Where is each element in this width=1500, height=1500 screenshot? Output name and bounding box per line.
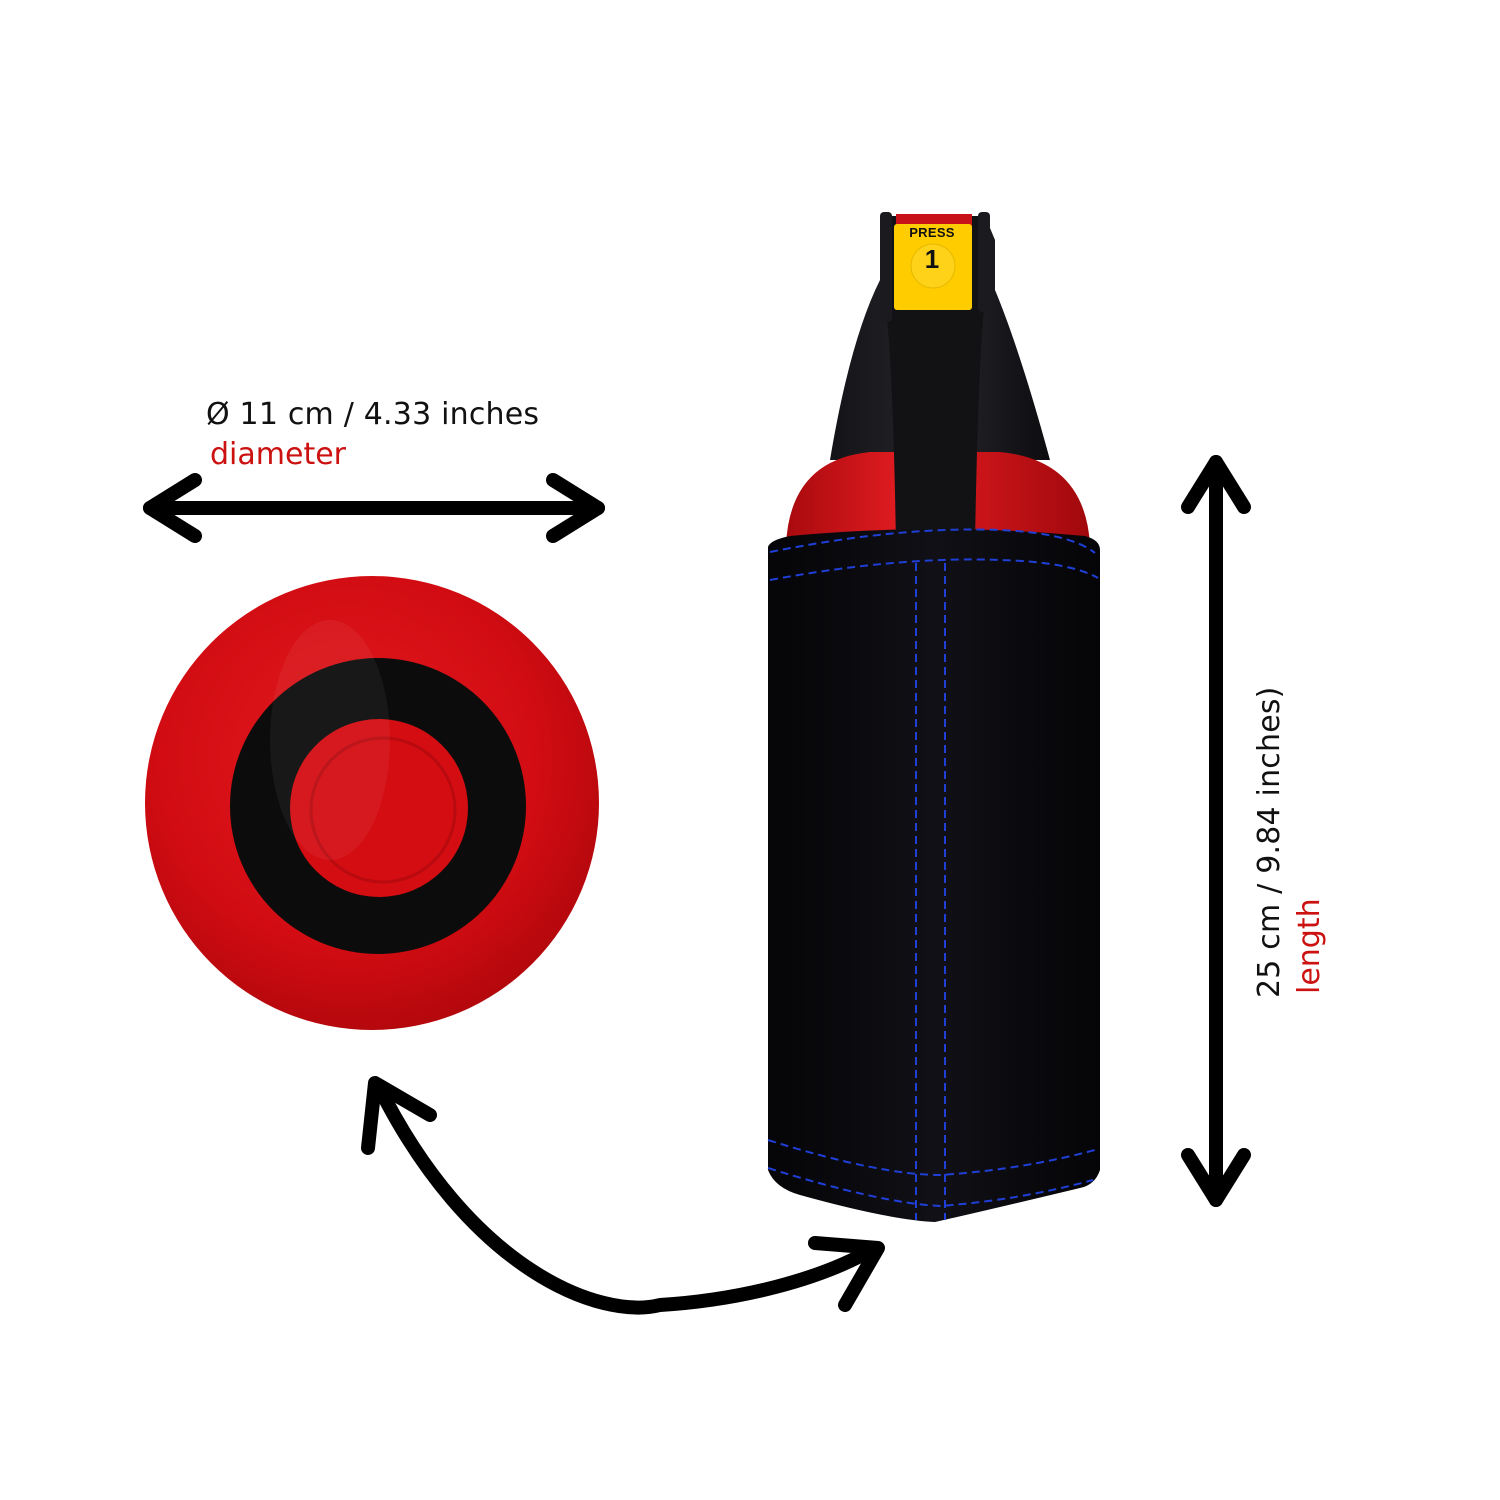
trigger-label: PRESS 1 [894, 223, 970, 309]
diameter-arrow-icon [143, 473, 605, 543]
trigger-text: PRESS [909, 225, 955, 240]
length-caption: length [1292, 898, 1327, 994]
length-measurement: 25 cm / 9.84 inches) [1252, 686, 1287, 998]
rotate-arrow-icon [361, 1076, 885, 1315]
length-label-group: 25 cm / 9.84 inches) length [1248, 686, 1332, 998]
center-cap [290, 719, 468, 897]
trigger-number: 1 [924, 244, 940, 274]
length-arrow-icon [1181, 455, 1251, 1207]
extinguisher-top-view [145, 576, 599, 1030]
diameter-caption: diameter [210, 437, 346, 472]
sleeve [768, 529, 1100, 1222]
diameter-label-group: Ø 11 cm / 4.33 inches diameter [206, 395, 539, 475]
diameter-measurement: Ø 11 cm / 4.33 inches [206, 397, 540, 432]
extinguisher-side-view [767, 212, 1100, 1222]
